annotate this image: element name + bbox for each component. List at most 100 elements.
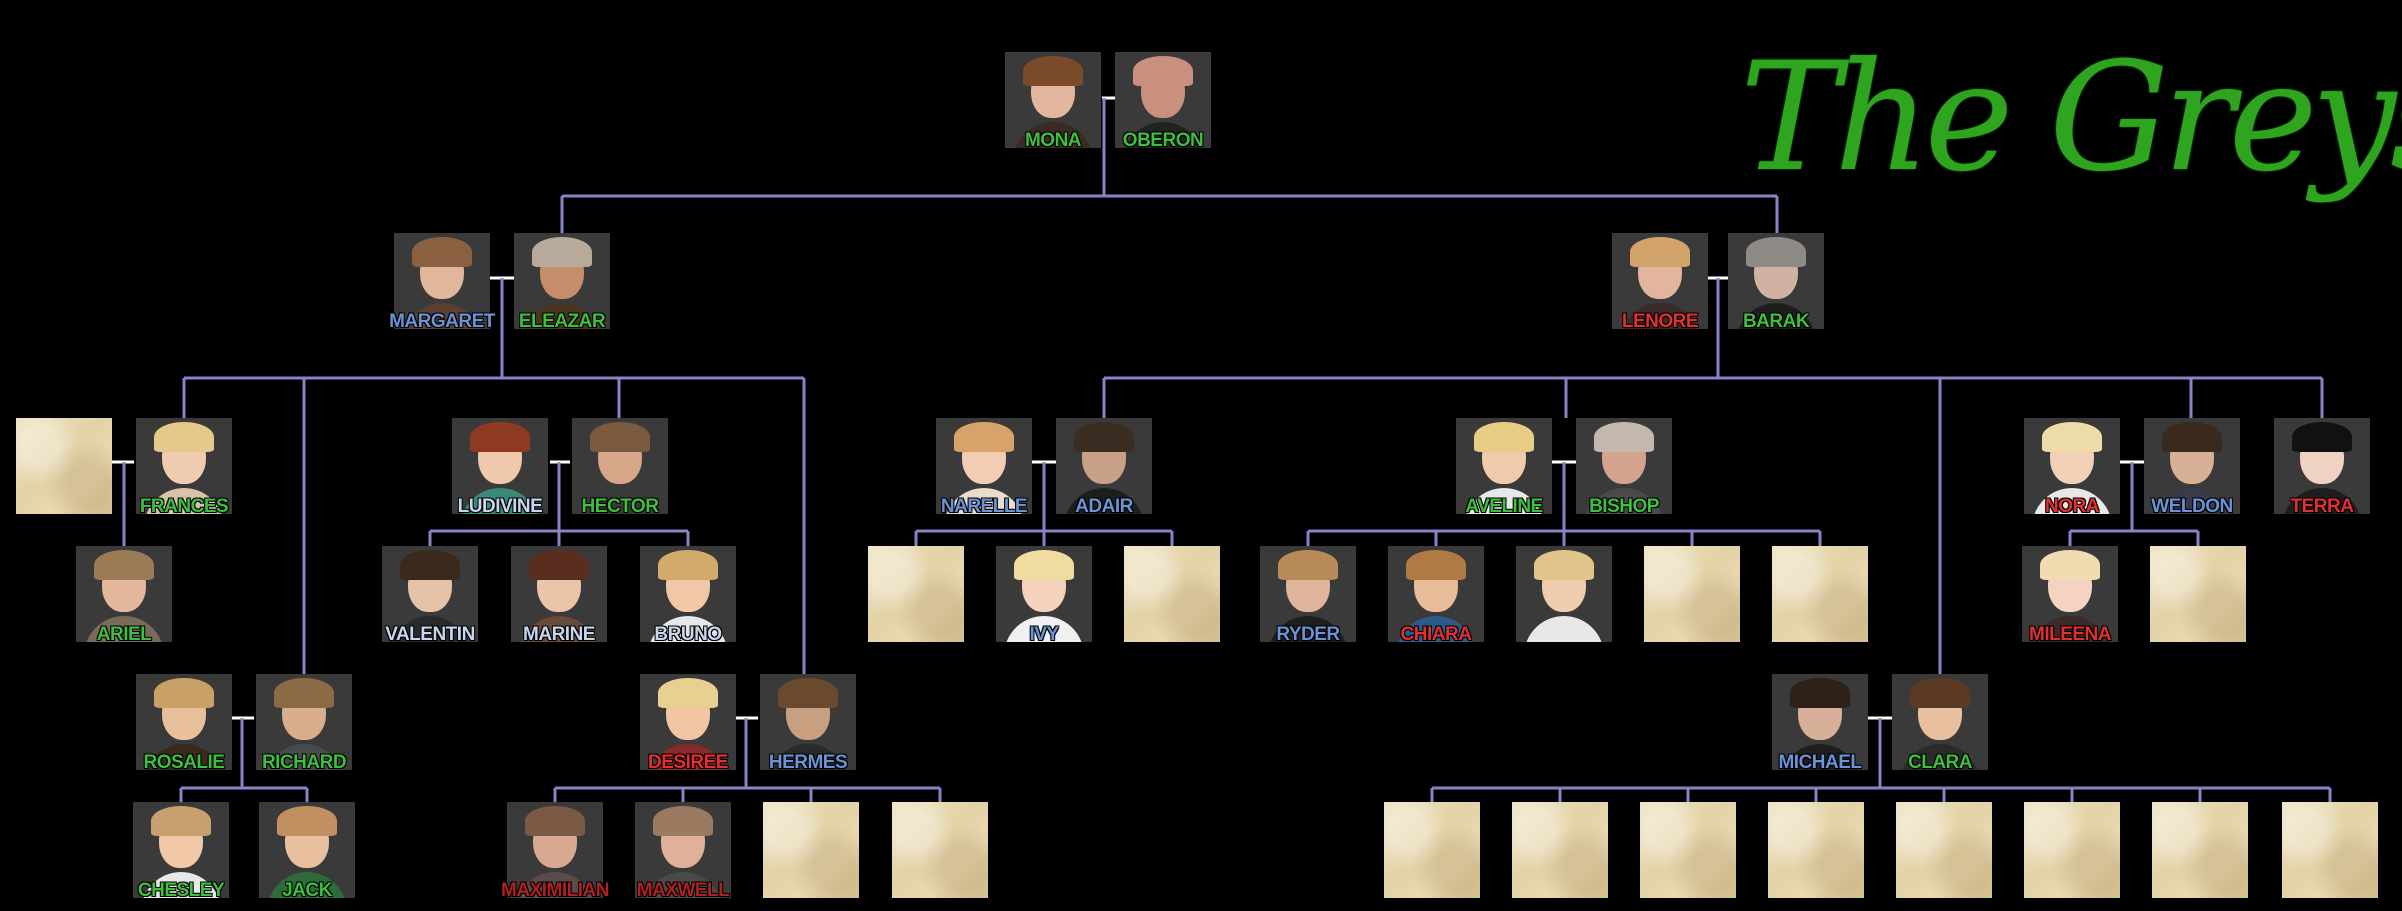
parchment-placeholder	[1384, 802, 1480, 898]
person-maxwell[interactable]: MAXWELL	[635, 802, 731, 901]
person-richard[interactable]: RICHARD	[256, 674, 352, 773]
portrait-photo	[394, 233, 490, 329]
parchment-placeholder	[1896, 802, 1992, 898]
person-chiara[interactable]: CHIARA	[1388, 546, 1484, 645]
unknown-person-placeholder[interactable]	[2150, 546, 2246, 642]
person-ivy[interactable]: IVY	[996, 546, 1092, 645]
person-weldon[interactable]: WELDON	[2144, 418, 2240, 517]
parchment-placeholder	[763, 802, 859, 898]
person-terra[interactable]: TERRA	[2274, 418, 2370, 517]
unknown-person-placeholder[interactable]	[1896, 802, 1992, 898]
portrait-photo	[760, 674, 856, 770]
person-name: MONA	[1024, 130, 1082, 151]
portrait-photo	[1056, 418, 1152, 514]
person-frances[interactable]: FRANCES	[136, 418, 232, 517]
unknown-person-placeholder[interactable]	[1644, 546, 1740, 642]
unknown-person-placeholder[interactable]	[2152, 802, 2248, 898]
person-eleazar[interactable]: ELEAZAR	[514, 233, 610, 332]
person-jack[interactable]: JACK	[259, 802, 355, 901]
person-clara[interactable]: CLARA	[1892, 674, 1988, 773]
portrait-photo	[640, 674, 736, 770]
person-ryder[interactable]: RYDER	[1260, 546, 1356, 645]
person-valentin[interactable]: VALENTIN	[382, 546, 478, 645]
unknown-person-placeholder[interactable]	[763, 802, 859, 898]
family-logo: The Greys	[1740, 31, 2402, 205]
parchment-placeholder	[1640, 802, 1736, 898]
person-bruno[interactable]: BRUNO	[640, 546, 736, 645]
person-name: ELEAZAR	[518, 311, 606, 332]
portrait-photo	[640, 546, 736, 642]
person-chesley[interactable]: CHESLEY	[133, 802, 229, 901]
person-aveline[interactable]: AVELINE	[1456, 418, 1552, 517]
parchment-placeholder	[1772, 546, 1868, 642]
portrait-photo	[1456, 418, 1552, 514]
person-barak[interactable]: BARAK	[1728, 233, 1824, 332]
unknown-person-placeholder[interactable]	[2282, 802, 2378, 898]
person-narelle[interactable]: NARELLE	[936, 418, 1032, 517]
unknown-person-placeholder[interactable]	[1124, 546, 1220, 642]
person-hermes[interactable]: HERMES	[760, 674, 856, 773]
person-adair[interactable]: ADAIR	[1056, 418, 1152, 517]
portrait-photo	[136, 418, 232, 514]
person-rosalie[interactable]: ROSALIE	[136, 674, 232, 773]
person-name: OBERON	[1122, 130, 1204, 151]
portrait-photo	[1892, 674, 1988, 770]
person-name: ARIEL	[96, 624, 152, 645]
portrait-photo	[936, 418, 1032, 514]
person-michael[interactable]: MICHAEL	[1772, 674, 1868, 773]
person-hector[interactable]: HECTOR	[572, 418, 668, 517]
portrait-photo	[2274, 418, 2370, 514]
person-name: CLARA	[1908, 752, 1973, 773]
unknown-person-placeholder[interactable]	[1772, 546, 1868, 642]
unknown-person-placeholder[interactable]	[1384, 802, 1480, 898]
portrait-photo	[572, 418, 668, 514]
unknown-person-placeholder[interactable]	[1512, 802, 1608, 898]
unknown-person-placeholder[interactable]	[1768, 802, 1864, 898]
person-name: MAXWELL	[636, 880, 730, 901]
portrait-photo	[259, 802, 355, 898]
parchment-placeholder	[2282, 802, 2378, 898]
unknown-person-placeholder[interactable]	[16, 418, 112, 514]
person-nora[interactable]: NORA	[2024, 418, 2120, 517]
person-bishop[interactable]: BISHOP	[1576, 418, 1672, 517]
unknown-person-placeholder[interactable]	[2024, 802, 2120, 898]
portrait-photo	[514, 233, 610, 329]
portrait-photo	[635, 802, 731, 898]
person-name: VALENTIN	[385, 624, 475, 645]
person-margaret[interactable]: MARGARET	[389, 233, 495, 332]
unknown-person-placeholder[interactable]	[868, 546, 964, 642]
unknown-person-placeholder[interactable]	[1640, 802, 1736, 898]
portrait-photo	[452, 418, 548, 514]
parchment-placeholder	[2150, 546, 2246, 642]
person-name: CHESLEY	[137, 880, 225, 901]
person-name: NORA	[2045, 496, 2099, 517]
unknown-person-placeholder[interactable]	[892, 802, 988, 898]
person-mona[interactable]: MONA	[1005, 52, 1101, 151]
portrait-photo	[1728, 233, 1824, 329]
portrait-photo	[2022, 546, 2118, 642]
person-name: HECTOR	[581, 496, 659, 517]
person-lenore[interactable]: LENORE	[1612, 233, 1708, 332]
person-name: ADAIR	[1075, 496, 1133, 517]
portrait-photo	[1005, 52, 1101, 148]
person-desiree[interactable]: DESIREE	[640, 674, 736, 773]
person-maximilian[interactable]: MAXIMILIAN	[501, 802, 609, 901]
parchment-placeholder	[892, 802, 988, 898]
person-name: LUDIVINE	[457, 496, 543, 517]
parchment-placeholder	[2024, 802, 2120, 898]
portrait-photo	[1576, 418, 1672, 514]
unnamed-person[interactable]	[1516, 546, 1612, 642]
portrait-photo	[76, 546, 172, 642]
person-ludivine[interactable]: LUDIVINE	[452, 418, 548, 517]
parchment-placeholder	[1124, 546, 1220, 642]
portrait-photo	[511, 546, 607, 642]
person-oberon[interactable]: OBERON	[1115, 52, 1211, 151]
portrait-photo	[133, 802, 229, 898]
person-name: JACK	[282, 880, 332, 901]
person-mileena[interactable]: MILEENA	[2022, 546, 2118, 645]
person-name: BARAK	[1742, 311, 1810, 332]
person-ariel[interactable]: ARIEL	[76, 546, 172, 645]
person-marine[interactable]: MARINE	[511, 546, 607, 645]
portrait-photo	[1388, 546, 1484, 642]
